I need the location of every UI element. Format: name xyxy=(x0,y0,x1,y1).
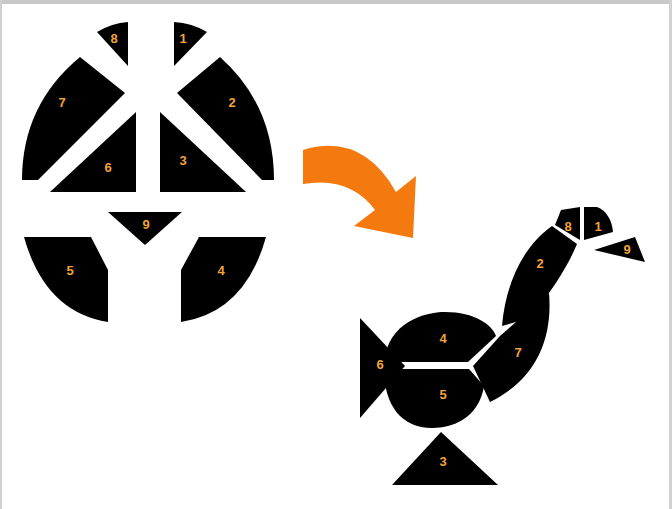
piece-fill xyxy=(594,237,645,262)
piece-number: 9 xyxy=(142,218,149,231)
puzzle-piece: 7 xyxy=(473,293,550,402)
piece-number: 7 xyxy=(58,96,65,109)
piece-fill xyxy=(24,237,108,322)
piece-number: 1 xyxy=(179,32,186,45)
piece-number: 1 xyxy=(594,220,601,233)
piece-fill xyxy=(181,237,266,322)
piece-number: 9 xyxy=(623,243,630,256)
puzzle-piece: 4 xyxy=(181,237,266,322)
piece-fill xyxy=(174,22,207,66)
puzzle-piece: 1 xyxy=(174,22,207,66)
piece-number: 7 xyxy=(514,346,521,359)
piece-shape xyxy=(384,369,484,428)
piece-number: 4 xyxy=(439,332,446,345)
piece-fill xyxy=(392,432,498,485)
piece-fill xyxy=(108,212,182,245)
piece-fill xyxy=(22,57,125,180)
piece-shape xyxy=(174,22,207,66)
piece-number: 6 xyxy=(376,358,383,371)
puzzle-piece: 3 xyxy=(160,112,246,192)
puzzle-piece: 9 xyxy=(108,212,182,245)
piece-fill xyxy=(160,112,246,192)
puzzle-piece: 1 xyxy=(584,207,613,240)
piece-fill xyxy=(384,312,496,362)
piece-fill xyxy=(584,207,613,240)
puzzle-piece: 6 xyxy=(50,112,136,192)
piece-shape xyxy=(594,237,645,262)
piece-shape xyxy=(160,112,246,192)
piece-number: 6 xyxy=(104,161,111,174)
frame-right xyxy=(669,0,672,509)
piece-number: 3 xyxy=(179,154,186,167)
puzzle-piece: 8 xyxy=(97,22,128,66)
frame-top xyxy=(0,0,672,4)
piece-shape xyxy=(50,112,136,192)
piece-fill xyxy=(473,293,550,402)
piece-shape xyxy=(473,293,550,402)
puzzle-piece: 3 xyxy=(392,432,498,485)
piece-number: 8 xyxy=(564,220,571,233)
piece-shape xyxy=(181,237,266,322)
piece-number: 5 xyxy=(439,388,446,401)
orange-arrow xyxy=(303,146,416,238)
puzzle-piece: 5 xyxy=(384,369,484,428)
piece-number: 4 xyxy=(217,264,224,277)
puzzle-piece: 9 xyxy=(594,237,645,262)
piece-shape xyxy=(24,237,108,322)
puzzle-piece: 5 xyxy=(24,237,108,322)
piece-number: 2 xyxy=(536,257,543,270)
piece-number: 5 xyxy=(66,264,73,277)
frame-left xyxy=(0,0,2,509)
piece-number: 2 xyxy=(228,96,235,109)
piece-fill xyxy=(50,112,136,192)
piece-fill xyxy=(384,369,484,428)
piece-fill xyxy=(97,22,128,66)
piece-number: 8 xyxy=(110,32,117,45)
puzzle-piece: 4 xyxy=(384,312,496,362)
piece-number: 3 xyxy=(439,455,446,468)
